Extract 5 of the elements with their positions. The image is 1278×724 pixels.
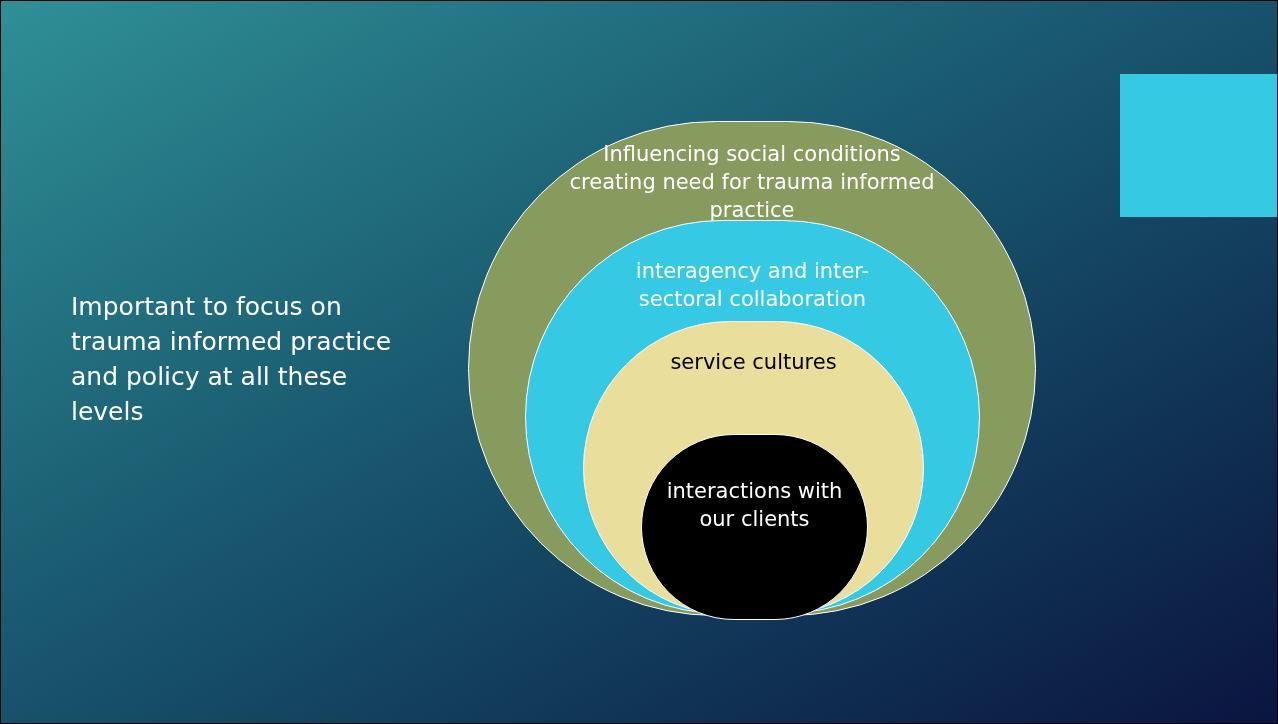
level-label: Influencing social conditions creating need for trauma informed practice [568, 141, 936, 224]
side-note: Important to focus on trauma informed practice and policy at all these levels [71, 291, 393, 428]
level-label: interagency and inter-sectoral collaboration [634, 258, 871, 313]
level-label: service cultures [669, 349, 838, 376]
level-label: interactions with our clients [665, 478, 844, 533]
